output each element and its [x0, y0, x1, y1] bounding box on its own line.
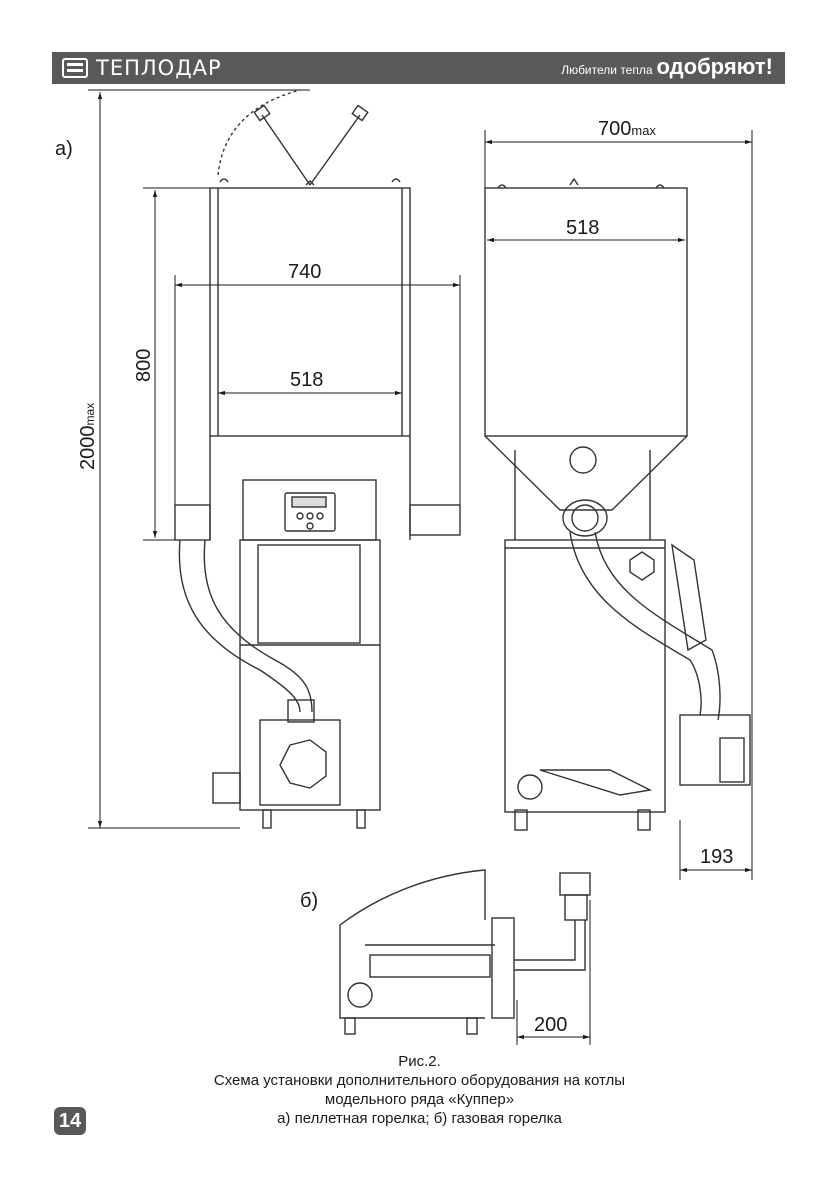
slogan-small: Любители тепла — [561, 63, 653, 77]
side-view — [484, 177, 751, 831]
dim-total-height: 2000max — [77, 403, 99, 470]
dim-hopper-height: 800 — [133, 349, 155, 382]
page-header: ТЕПЛОДАР Любители тепла одобряют! — [52, 52, 785, 84]
slogan-big: одобряют! — [656, 54, 773, 79]
dim-pellet-burner-protrusion: 193 — [700, 846, 733, 868]
dim-side-width: 700max — [598, 118, 656, 140]
logo-text: ТЕПЛОДАР — [96, 56, 222, 80]
slogan: Любители тепла одобряют! — [561, 54, 773, 82]
caption-line-1: Рис.2. — [398, 1053, 441, 1070]
front-view — [174, 89, 461, 829]
caption-line-4: а) пеллетная горелка; б) газовая горелка — [277, 1110, 562, 1127]
label-b: б) — [300, 890, 318, 912]
gas-dimension-lines — [516, 900, 591, 1045]
dim-hopper-outer-width: 740 — [288, 261, 321, 283]
figure-caption: Рис.2. Схема установки дополнительного о… — [0, 1052, 839, 1128]
side-dimension-lines — [484, 130, 753, 880]
logo-icon — [62, 58, 88, 78]
page-number: 14 — [54, 1107, 86, 1135]
front-dimension-lines — [88, 89, 461, 829]
caption-line-2: Схема установки дополнительного оборудов… — [213, 1072, 626, 1089]
dim-hopper-inner-width-front: 518 — [290, 369, 323, 391]
brand-logo: ТЕПЛОДАР — [62, 56, 222, 80]
caption-line-3: модельного ряда «Куппер» — [324, 1091, 515, 1108]
dim-hopper-inner-width-side: 518 — [566, 217, 599, 239]
dim-gas-burner-protrusion: 200 — [534, 1014, 567, 1036]
label-a: а) — [55, 138, 73, 160]
gas-burner-view — [339, 869, 591, 1035]
